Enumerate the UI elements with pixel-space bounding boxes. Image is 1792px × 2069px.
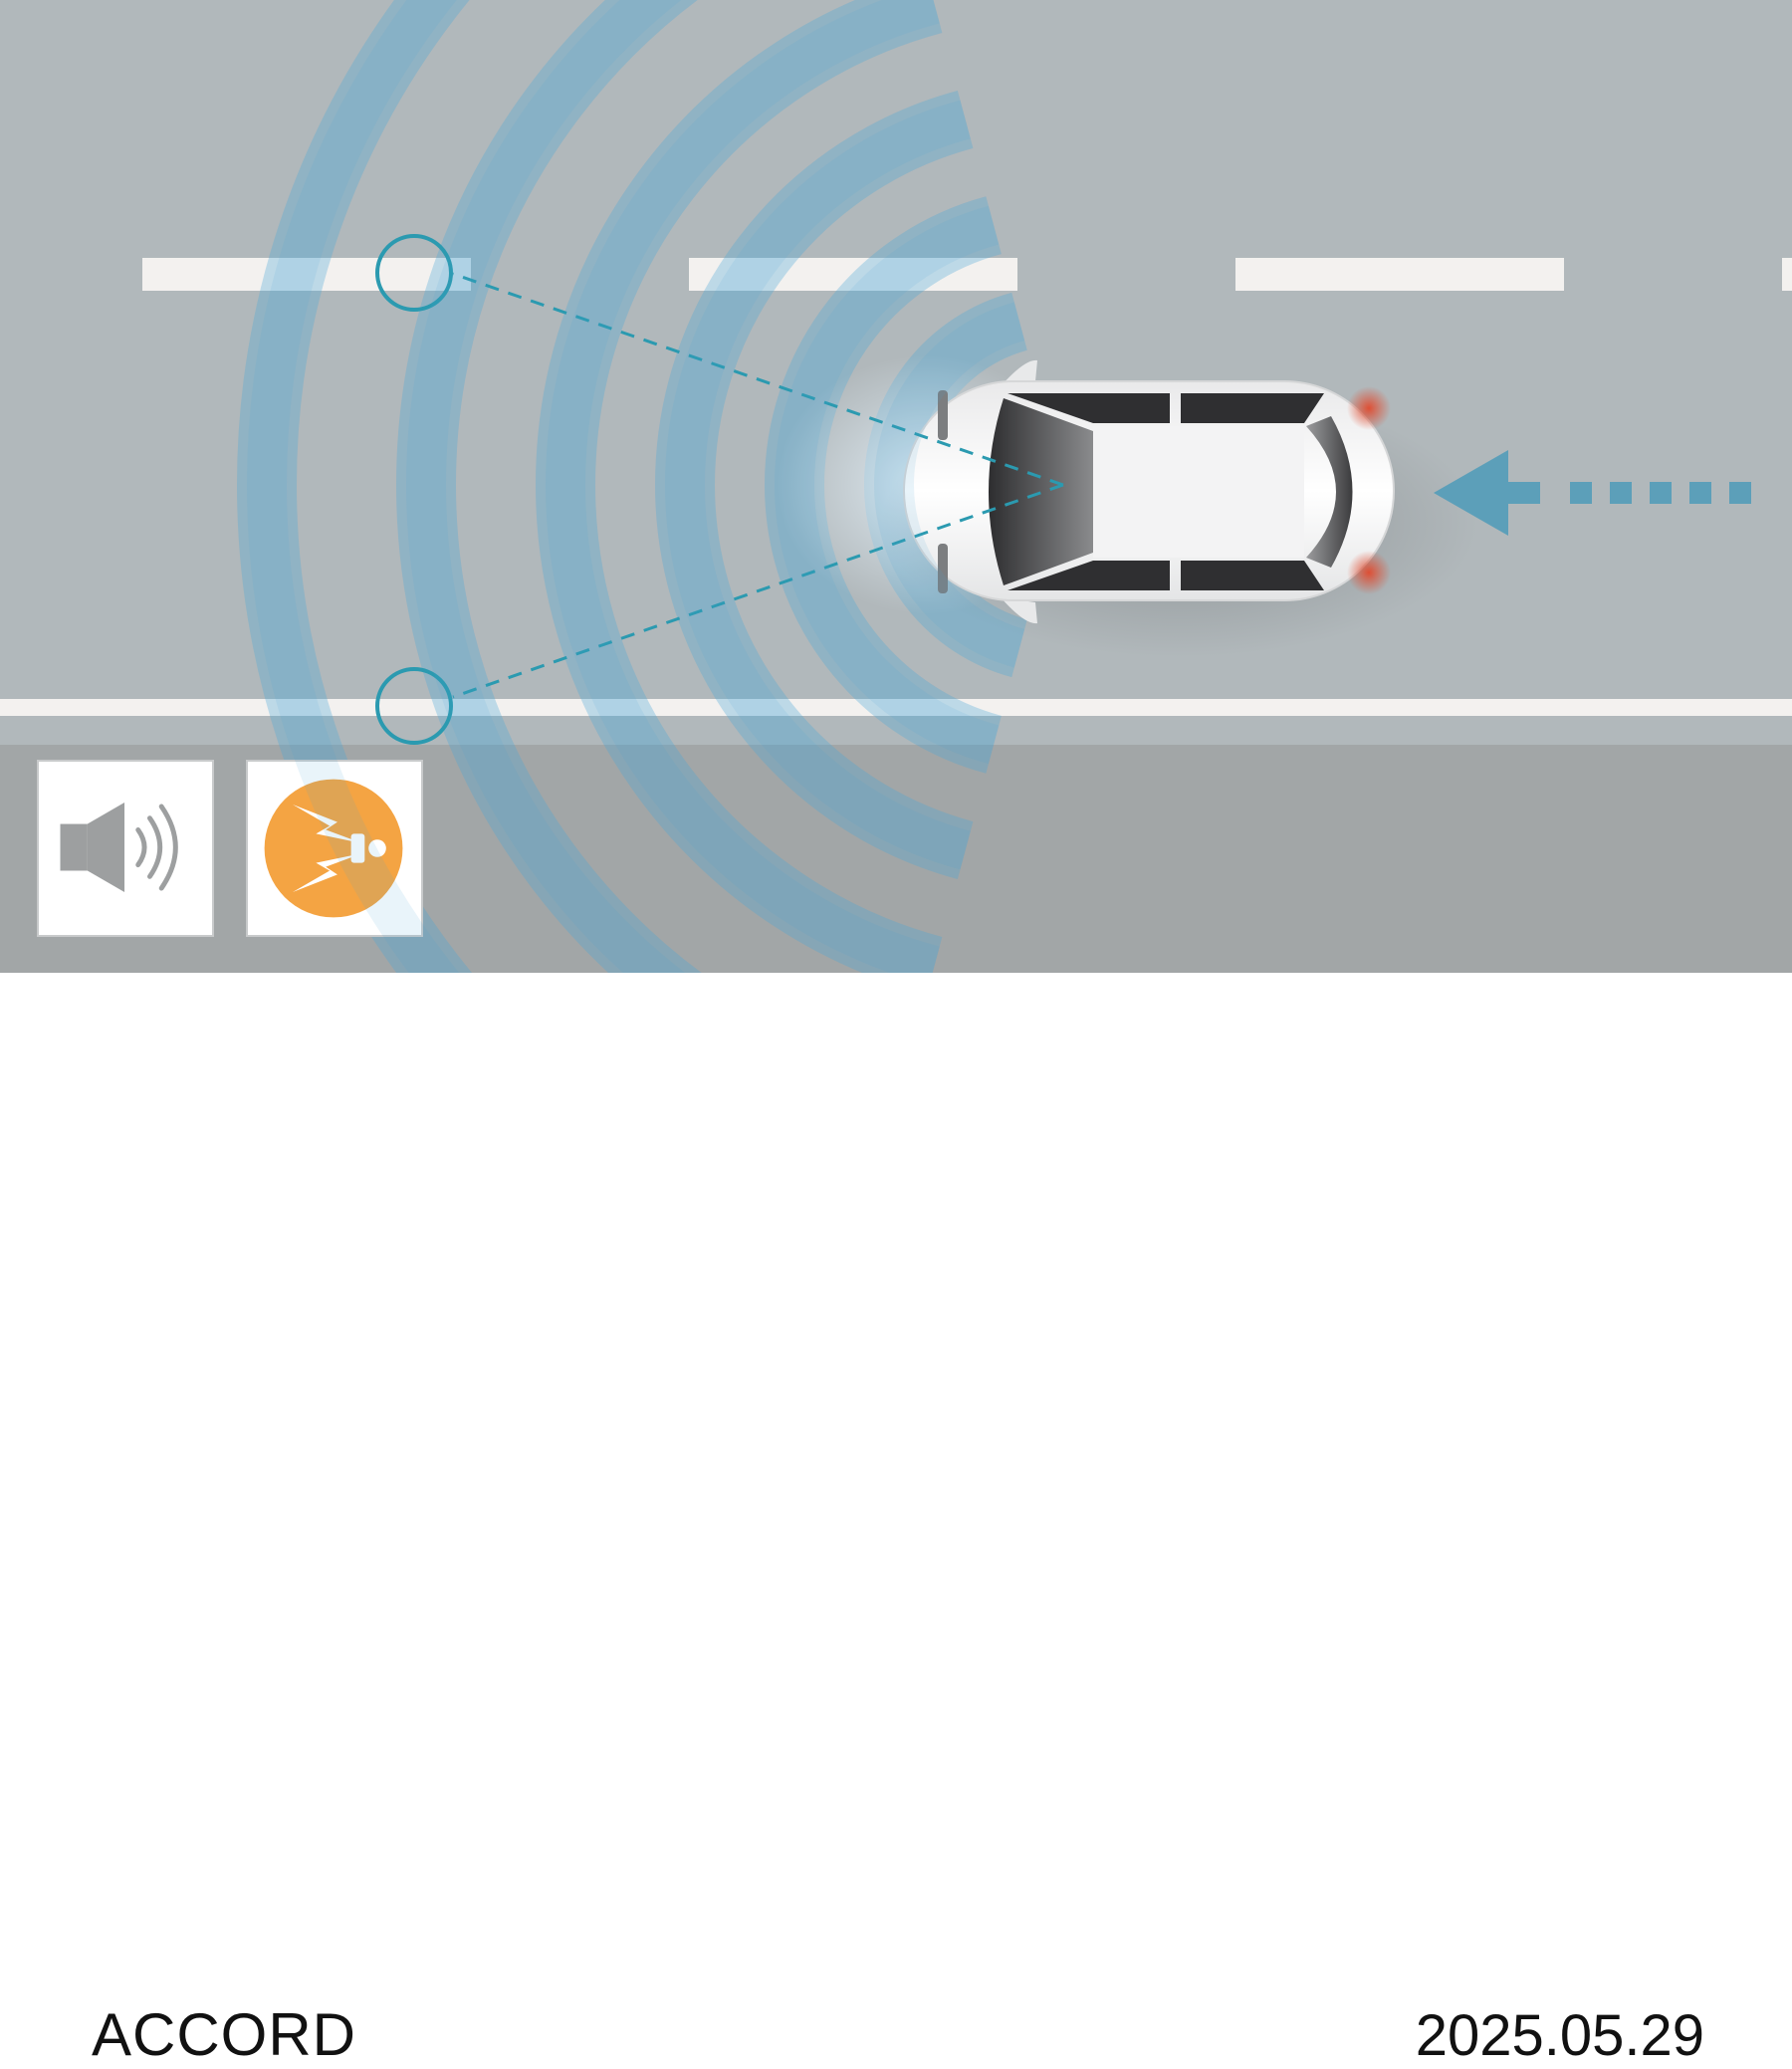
collision-warning-icon bbox=[264, 779, 403, 918]
detection-line bbox=[452, 272, 1064, 487]
lane-dash bbox=[1782, 258, 1792, 291]
footer-bar: ACCORD 2025.05.29 bbox=[0, 973, 1792, 2068]
tail-light bbox=[1347, 386, 1391, 430]
speaker-sound-icon bbox=[60, 803, 178, 892]
detection-point bbox=[375, 234, 453, 312]
lane-dash bbox=[689, 258, 1017, 291]
car-top-view bbox=[903, 359, 1395, 624]
side-window bbox=[1008, 561, 1170, 590]
model-name: ACCORD bbox=[92, 2001, 357, 2068]
tail-light bbox=[1347, 551, 1391, 594]
side-window bbox=[1181, 393, 1324, 423]
side-window bbox=[1181, 561, 1324, 590]
lane-dash bbox=[1235, 258, 1564, 291]
detection-point bbox=[375, 667, 453, 745]
detection-line bbox=[452, 483, 1064, 699]
reverse-direction-arrow-icon bbox=[1434, 450, 1751, 536]
lane-edge-line bbox=[0, 699, 1792, 716]
sensor-wave-arc bbox=[237, 0, 473, 973]
rear-window bbox=[1306, 416, 1353, 568]
speaker-alert-box bbox=[37, 760, 214, 937]
road-scene bbox=[0, 0, 1792, 973]
windshield bbox=[989, 398, 1093, 585]
sensor-wave-arc bbox=[396, 0, 702, 973]
warning-alert-box bbox=[246, 760, 423, 937]
side-mirror bbox=[1001, 597, 1037, 624]
lane-dash bbox=[142, 258, 471, 291]
sensor-wave-arc bbox=[655, 90, 974, 880]
sensor-wave-arc bbox=[536, 0, 943, 973]
side-mirror bbox=[1001, 359, 1037, 386]
roof bbox=[1093, 426, 1304, 558]
side-window bbox=[1008, 393, 1170, 423]
date-label: 2025.05.29 bbox=[1415, 2003, 1704, 2068]
